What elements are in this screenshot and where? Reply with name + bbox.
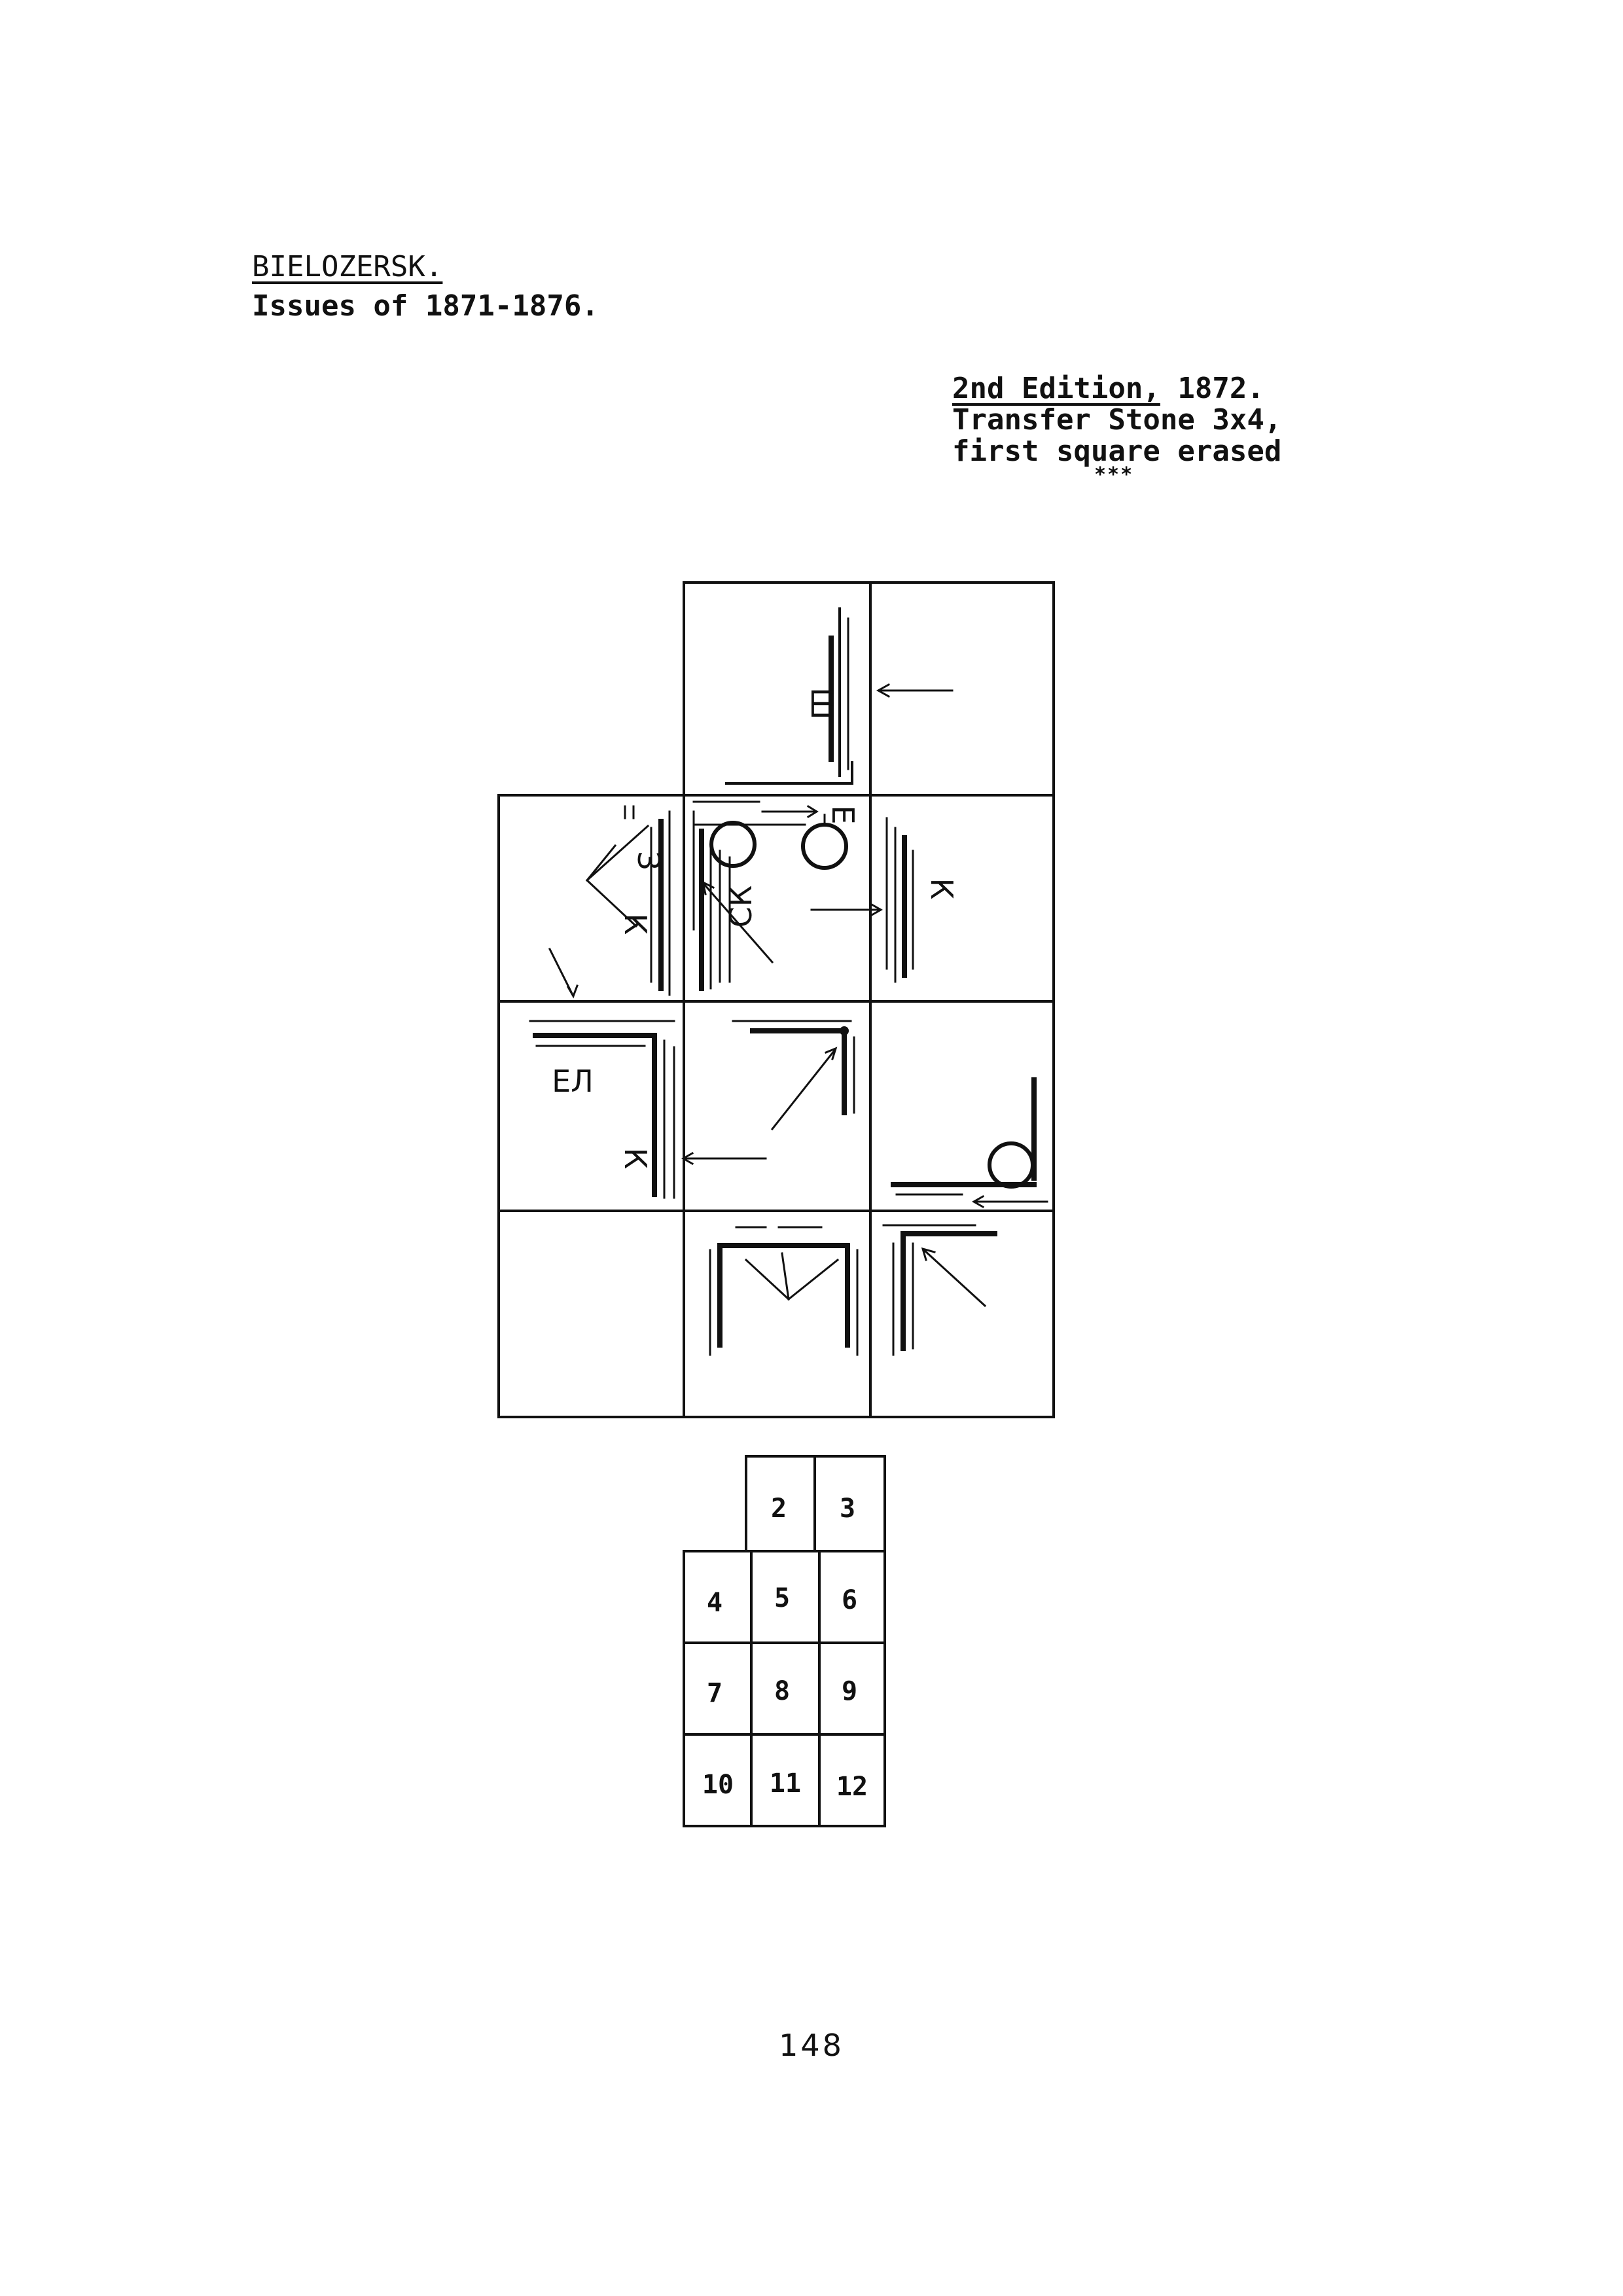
key-cell-2: 2 — [771, 1494, 787, 1524]
edition-year: 1872. — [1177, 372, 1264, 405]
key-cell-5: 5 — [774, 1583, 790, 1613]
cell-4-marks — [548, 805, 671, 999]
letter-b: З — [631, 851, 666, 870]
cell-6-marks — [810, 817, 914, 983]
stone-grid — [497, 581, 1055, 1418]
cell-8-marks — [732, 1020, 855, 1131]
document-title: BIELOZERSK. — [252, 250, 443, 283]
letter-c: К — [618, 914, 653, 935]
document-subtitle: Issues of 1871-1876. — [252, 289, 599, 323]
edition-stone-note: Transfer Stone 3x4, — [952, 403, 1282, 437]
cell-9-marks — [891, 1077, 1048, 1209]
cell-12-marks — [882, 1224, 997, 1356]
cell-3-marks — [725, 607, 954, 785]
letter-h: К — [618, 1148, 653, 1170]
cell-5-marks — [692, 800, 848, 991]
position-key-grid: 2 3 4 5 6 7 8 9 10 11 12 — [683, 1455, 886, 1827]
key-cell-12: 12 — [836, 1772, 868, 1802]
edition-stars: *** — [1094, 463, 1134, 486]
cell-11-marks — [709, 1226, 859, 1356]
key-cell-9: 9 — [842, 1676, 857, 1706]
edition-heading: 2nd Edition, 1872. — [952, 372, 1264, 405]
key-cell-8: 8 — [774, 1676, 790, 1706]
key-cell-6: 6 — [842, 1585, 857, 1615]
letter-g: ЕЛ — [552, 1064, 594, 1099]
letter-e: Е — [825, 805, 861, 824]
key-cell-7: 7 — [707, 1678, 722, 1708]
edition-erased-note: first square erased — [952, 435, 1282, 468]
cell-7-marks — [529, 1020, 767, 1199]
letter-d: СК — [723, 886, 758, 928]
key-cell-10: 10 — [702, 1770, 734, 1800]
letter-f: К — [924, 878, 959, 900]
letter-a: Ш — [804, 687, 840, 719]
page-number: 148 — [779, 2028, 844, 2063]
key-cell-4: 4 — [707, 1588, 722, 1618]
edition-title: 2nd Edition, — [952, 372, 1160, 405]
key-cell-3: 3 — [840, 1494, 855, 1524]
key-cell-11: 11 — [770, 1768, 801, 1799]
